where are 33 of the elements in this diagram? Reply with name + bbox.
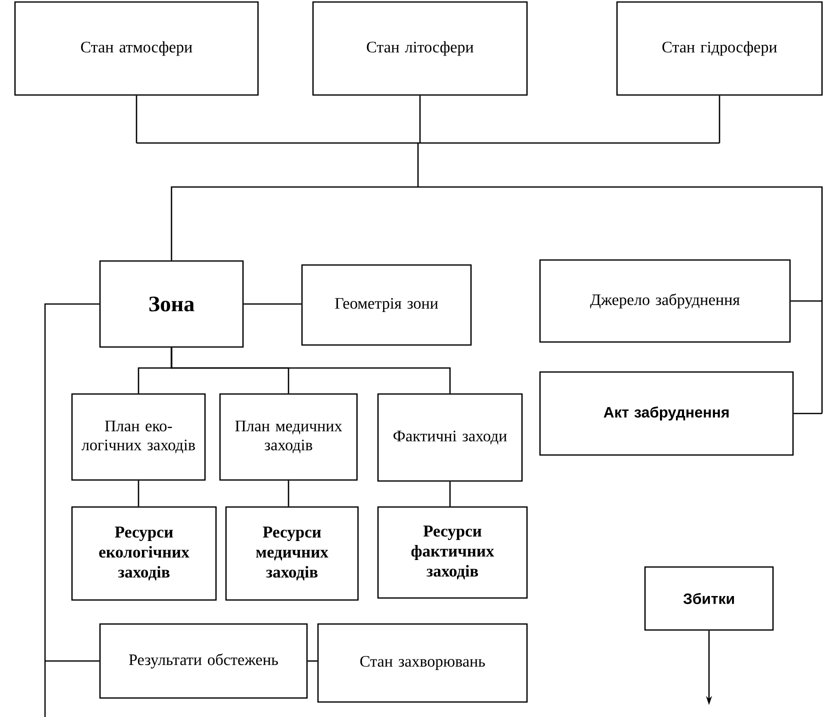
connector-line [44, 303, 100, 717]
connector-line [449, 482, 451, 506]
process-box: Результати обстежень [99, 623, 308, 699]
connector-line [718, 96, 720, 143]
process-box: План медичних заходів [219, 393, 358, 481]
process-box: Збитки [644, 566, 774, 631]
connector-line [821, 301, 823, 414]
process-box: Ресурси фактичних заходів [377, 506, 528, 599]
connector-line [138, 480, 140, 506]
connector-line [136, 96, 138, 143]
process-box: Геометрія зони [301, 264, 472, 346]
connector-line [170, 186, 418, 260]
process-box: Джерело забруднення [539, 259, 791, 343]
process-box: Фактичні заходи [377, 393, 523, 482]
process-box: Стан захворювань [317, 623, 528, 703]
connector-line [170, 348, 451, 394]
process-box: Стан гідросфери [616, 1, 823, 96]
connector-line [790, 300, 822, 302]
connector-line [417, 143, 419, 187]
connector-line [244, 303, 302, 305]
connector-line [418, 186, 823, 301]
connector-line [136, 142, 720, 144]
connector-line [308, 660, 318, 662]
process-box: Ресурси екологічних заходів [71, 506, 217, 601]
process-box: Стан атмосфери [14, 1, 259, 96]
process-box: Зона [99, 260, 244, 348]
process-box: План еко- логічних заходів [71, 393, 206, 481]
connector-line [794, 412, 822, 414]
process-box: Стан літосфери [312, 1, 528, 96]
process-box: Акт забруднення [539, 371, 794, 456]
connector-line [288, 480, 290, 506]
process-box: Ресурси медичних заходів [225, 506, 359, 601]
connector-line [419, 96, 421, 143]
